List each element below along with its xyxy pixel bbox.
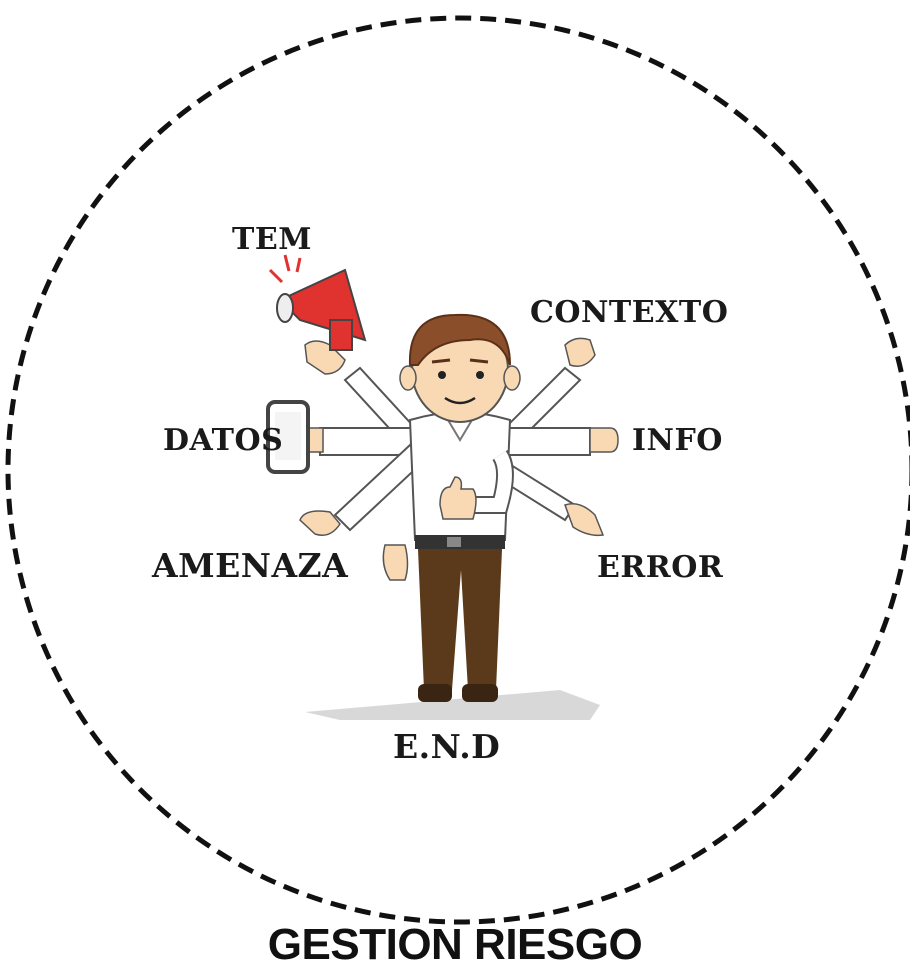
thumbs-up-icon [439, 450, 514, 520]
megaphone-icon [268, 254, 367, 351]
label-end: E.N.D [393, 727, 501, 766]
shoe-right [462, 684, 498, 702]
label-datos: DATOS [163, 423, 284, 458]
floor-shadow [305, 690, 600, 720]
label-info: INFO [632, 423, 723, 458]
hand-lower-right [564, 503, 605, 537]
phone-icon [266, 400, 310, 474]
dashed-circle-border [5, 15, 910, 925]
label-tem: TEM [232, 222, 312, 257]
label-contexto: CONTEXTO [530, 295, 729, 330]
pants [418, 549, 502, 690]
caption-title: GESTION RIESGO [267, 920, 643, 969]
label-amenaza: AMENAZA [152, 546, 349, 585]
hand-lower-left [299, 510, 341, 536]
hand-upper-right [564, 337, 596, 367]
hand-upper-left [304, 340, 346, 375]
hand-mid-right [589, 427, 619, 453]
shoe-left [418, 684, 452, 702]
hair [408, 313, 511, 366]
person-figure [266, 254, 619, 702]
label-error: ERROR [597, 550, 724, 585]
hand-hanging-left [382, 544, 409, 581]
torso-shirt [408, 411, 512, 541]
